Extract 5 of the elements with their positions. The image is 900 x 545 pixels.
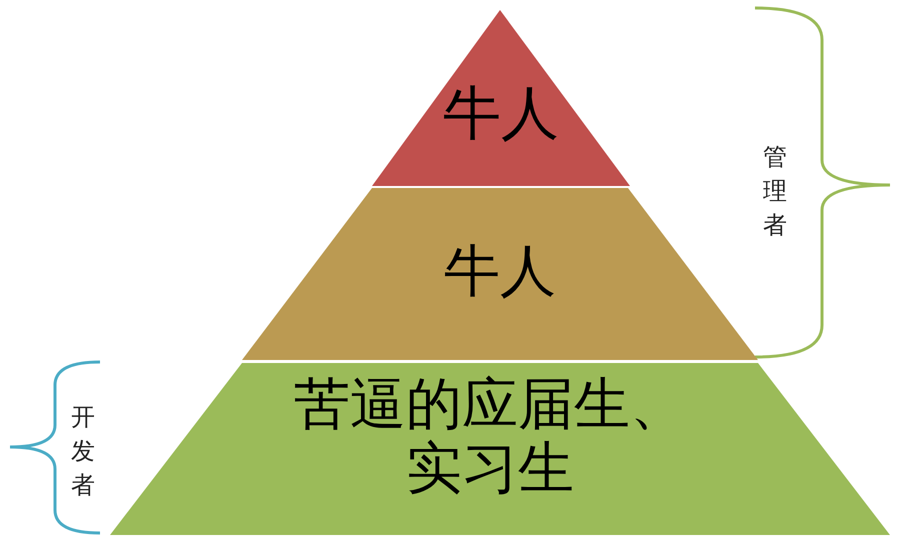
bracket-label: 开发者: [70, 402, 96, 501]
tier-label: 牛人: [443, 240, 557, 304]
tier-label: 苦逼的应届生、实习生: [293, 373, 687, 502]
bracket-label: 管理者: [762, 142, 788, 241]
tier-label: 牛人: [442, 80, 560, 147]
